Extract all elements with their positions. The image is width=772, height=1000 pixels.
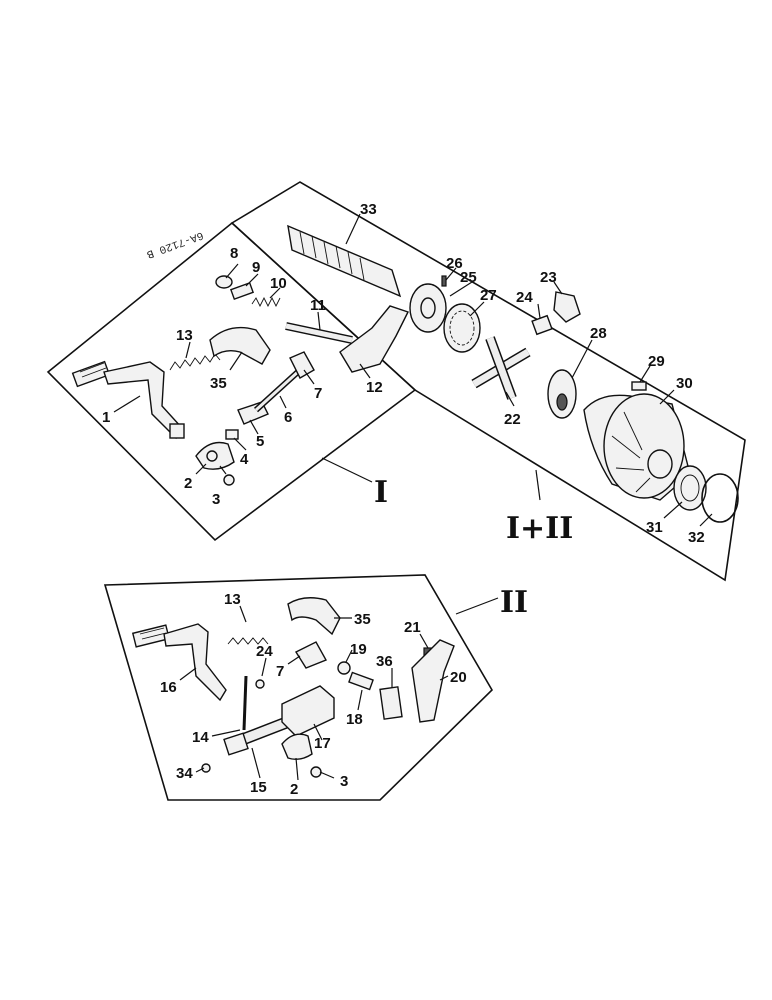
callout-ii-2: 2 bbox=[290, 781, 298, 798]
callout-7: 7 bbox=[314, 385, 322, 402]
callout-6: 6 bbox=[284, 409, 292, 426]
callouts-group-one: 1 2 3 4 5 6 7 8 9 10 11 12 13 35 bbox=[102, 245, 383, 508]
callout-30: 30 bbox=[676, 375, 693, 392]
callout-25: 25 bbox=[460, 269, 477, 286]
part-cover bbox=[209, 326, 271, 365]
part-clutch-hub bbox=[409, 275, 447, 333]
callout-3: 3 bbox=[212, 491, 220, 508]
callout-ii-15: 15 bbox=[250, 779, 267, 796]
part-pedal-lever-ii bbox=[131, 623, 227, 702]
label-group-two: II bbox=[500, 585, 528, 620]
callout-ii-7: 7 bbox=[276, 663, 284, 680]
callout-9: 9 bbox=[252, 259, 260, 276]
part-spring bbox=[169, 353, 221, 371]
part-nut-iii bbox=[310, 766, 322, 778]
callout-ii-13: 13 bbox=[224, 591, 241, 608]
part-bearing bbox=[673, 465, 707, 511]
callout-23: 23 bbox=[540, 269, 557, 286]
callout-35: 35 bbox=[210, 375, 227, 392]
callout-31: 31 bbox=[646, 519, 663, 536]
callout-26: 26 bbox=[446, 255, 463, 272]
callout-ii-17: 17 bbox=[314, 735, 331, 752]
part-splined-shaft bbox=[287, 224, 402, 298]
part-washer bbox=[531, 314, 553, 336]
part-pin bbox=[631, 381, 647, 391]
part-pedal-lever bbox=[71, 360, 185, 440]
callout-27: 27 bbox=[480, 287, 497, 304]
callout-33: 33 bbox=[360, 201, 377, 218]
part-bushing bbox=[215, 275, 233, 289]
part-bracket-ii bbox=[281, 733, 313, 761]
part-shift-fork bbox=[339, 305, 409, 373]
part-nut bbox=[223, 474, 235, 486]
part-lever-ii bbox=[294, 641, 327, 669]
label-group-one: I bbox=[374, 475, 388, 510]
callout-ii-3: 3 bbox=[340, 773, 348, 790]
leader-lines bbox=[113, 213, 713, 781]
callout-2: 2 bbox=[184, 475, 192, 492]
callout-12: 12 bbox=[366, 379, 383, 396]
callout-ii-19: 19 bbox=[350, 641, 367, 658]
part-differential-housing bbox=[583, 393, 691, 501]
callout-ii-20: 20 bbox=[450, 669, 467, 686]
part-pin-ii bbox=[348, 671, 374, 691]
callout-10: 10 bbox=[270, 275, 287, 292]
part-lever-arm bbox=[289, 351, 315, 379]
callout-ii-18: 18 bbox=[346, 711, 363, 728]
part-plate bbox=[379, 686, 403, 720]
part-block bbox=[281, 685, 335, 737]
part-bevel-gear bbox=[443, 303, 481, 353]
callout-4: 4 bbox=[240, 451, 249, 468]
callout-29: 29 bbox=[648, 353, 665, 370]
callout-ii-16: 16 bbox=[160, 679, 177, 696]
part-spring-upper bbox=[251, 296, 281, 308]
callout-8: 8 bbox=[230, 245, 238, 262]
part-pinion-gear bbox=[553, 291, 581, 323]
callout-ii-21: 21 bbox=[404, 619, 421, 636]
part-bracket bbox=[195, 441, 235, 470]
callout-5: 5 bbox=[256, 433, 264, 450]
part-cover-ii bbox=[287, 597, 341, 636]
callouts-group-two: 13 35 24 7 19 21 36 16 20 18 17 14 15 2 … bbox=[160, 591, 467, 798]
part-spring-ii bbox=[227, 637, 269, 645]
label-group-both: I+II bbox=[506, 511, 573, 546]
callout-11: 11 bbox=[310, 297, 326, 314]
part-snap-ring bbox=[701, 473, 739, 523]
part-sleeve bbox=[229, 281, 255, 301]
callout-24: 24 bbox=[516, 289, 533, 306]
panel-group-two bbox=[103, 574, 494, 801]
callout-ii-24: 24 bbox=[256, 643, 273, 660]
callout-32: 32 bbox=[688, 529, 705, 546]
part-shift-fork-ii bbox=[411, 639, 455, 723]
callout-ii-34: 34 bbox=[176, 765, 193, 782]
callout-13: 13 bbox=[176, 327, 193, 344]
part-rod-ii bbox=[242, 675, 248, 731]
callout-ii-14: 14 bbox=[192, 729, 209, 746]
callout-ii-35: 35 bbox=[354, 611, 371, 628]
part-thrust-plate bbox=[547, 369, 577, 419]
callouts-shared: 22 23 24 25 26 27 28 29 30 31 32 33 bbox=[360, 201, 705, 546]
figure-code: 6A-7120 B bbox=[144, 228, 204, 260]
part-washer-ii bbox=[255, 679, 265, 689]
part-washer-iii bbox=[201, 763, 211, 773]
part-spider-cross bbox=[471, 336, 531, 400]
callout-ii-36: 36 bbox=[376, 653, 393, 670]
callout-1: 1 bbox=[102, 409, 110, 426]
callout-22: 22 bbox=[504, 411, 521, 428]
part-nut-ii bbox=[337, 661, 351, 675]
callout-28: 28 bbox=[590, 325, 607, 342]
